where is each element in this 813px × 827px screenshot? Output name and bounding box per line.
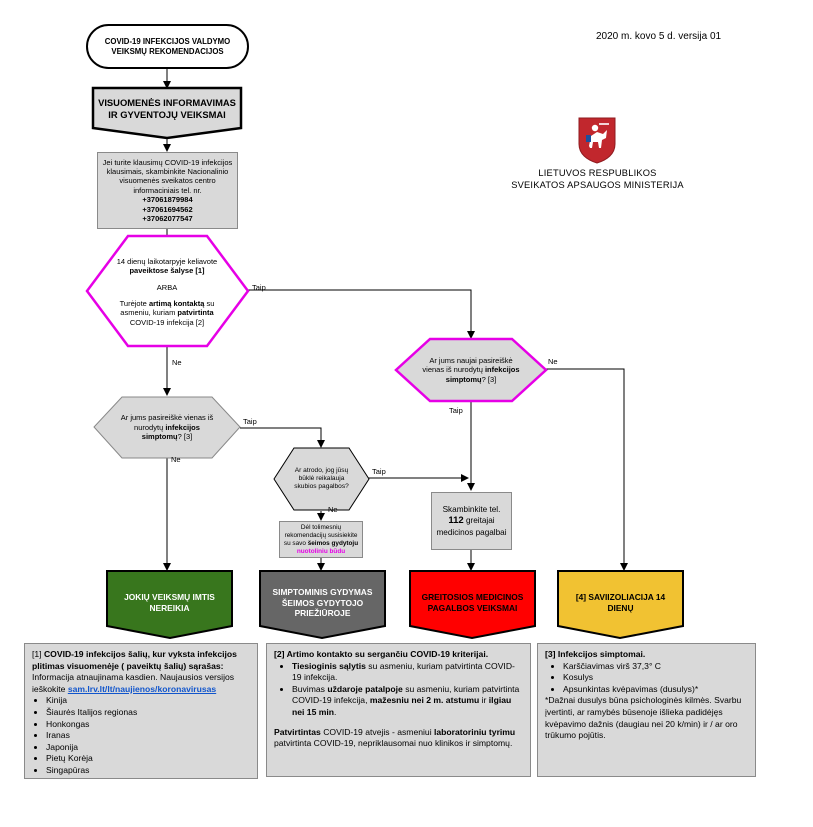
emergency-number: 112 — [448, 514, 464, 526]
travel-close-contact: artimą kontaktą — [148, 299, 205, 308]
footnote-affected-countries: [1] COVID-19 infekcijos šalių, kur vykst… — [24, 643, 258, 779]
footnote2-item2-b: su asmeniu, kuriam patvirtinta COVID-19 … — [292, 683, 520, 706]
symptoms-right-text: Ar jums naujai pasireiškė vienas iš nuro… — [422, 355, 513, 375]
call-line-1: Skambinkite tel. — [442, 504, 501, 514]
symptoms-right-no-label: Ne — [548, 357, 558, 366]
start-title: COVID-19 INFEKCIJOS VALDYMO VEIKSMŲ REKO… — [104, 37, 231, 56]
symptoms-right-yes-label: Taip — [449, 406, 463, 415]
family-doctor-box: Dėl tolimesnių rekomendacijų susisiekite… — [279, 521, 363, 558]
symptoms-left-suffix: ? [3] — [177, 432, 193, 442]
phone-number-3: +37062077547 — [142, 213, 193, 223]
outcome-symptomatic-treatment: SIMPTOMINIS GYDYMAS ŠEIMOS GYDYTOJO PRIE… — [272, 586, 373, 619]
public-info-shape — [91, 86, 243, 140]
country-item: Singapūras — [46, 765, 250, 777]
travel-line-2b: su asmeniu, kuriam — [120, 299, 215, 318]
country-item: Kinija — [46, 695, 250, 707]
version-label: 2020 m. kovo 5 d. versija 01 — [596, 31, 722, 42]
symptoms-right-suffix: ? [3] — [481, 374, 497, 384]
country-item: Pietų Korėja — [46, 753, 250, 765]
outcome-self-isolation: [4] SAVIIZOLIACIJA 14 DIENŲ — [575, 592, 666, 613]
urgent-decision-text: Ar atrodo, jog jūsų būklė reikalauja sku… — [294, 466, 349, 491]
travel-line-1: 14 dienų laikotarpyje keliavote — [116, 256, 218, 266]
travel-or: ARBA — [156, 282, 178, 292]
symptom-item: Karščiavimas virš 37,3° C — [563, 661, 748, 673]
call-line-2: greitajai medicinos pagalbai — [436, 515, 507, 538]
country-item: Honkongas — [46, 719, 250, 731]
symptoms-left-text: Ar jums pasireiškė vienas iš nurodytų — [120, 413, 214, 432]
country-item: Šiaurės Italijos regionas — [46, 707, 250, 719]
footnote1-marker: [1] — [32, 649, 42, 659]
doctor-bold: šeimos gydytoju — [307, 539, 359, 547]
phone-number-2: +37061694562 — [142, 204, 193, 214]
travel-affected-countries: paveiktose šalyse [1] — [129, 266, 205, 276]
symptoms-left-no-label: Ne — [171, 455, 181, 464]
info-box-text: Jei turite klausimų COVID-19 infekcijos … — [102, 157, 233, 195]
footnote2-item2-a: Buvimas — [292, 683, 325, 694]
country-item: Iranas — [46, 730, 250, 742]
travel-yes-label: Taip — [252, 283, 266, 292]
footnote1-text: Informacija atnaujinama kasdien. Naujaus… — [32, 672, 235, 694]
footnote-symptoms: [3] Infekcijos simptomai. Karščiavimas v… — [537, 643, 756, 777]
travel-decision: 14 dienų laikotarpyje keliavote paveikto… — [112, 240, 222, 344]
public-info-title: VISUOMENĖS INFORMAVIMAS IR GYVENTOJŲ VEI… — [98, 96, 236, 120]
footnote2-para-bold2: laboratoriniu tyrimu — [434, 726, 516, 737]
doctor-remote: nuotoliniu būdu — [296, 547, 346, 555]
travel-no-label: Ne — [172, 358, 182, 367]
outcome-emergency: GREITOSIOS MEDICINOS PAGALBOS VEIKSMAI — [421, 592, 524, 613]
travel-confirmed: patvirtinta — [177, 308, 214, 318]
footnote2-para-b: patvirtinta COVID-19, nepriklausomai nuo… — [274, 738, 513, 749]
symptoms-left-bold: infekcijos simptomų — [141, 422, 200, 442]
symptoms-right-decision: Ar jums naujai pasireiškė vienas iš nuro… — [418, 342, 524, 398]
outcome-green-shape — [106, 570, 233, 640]
call-112-box: Skambinkite tel. 112 greitajai medicinos… — [431, 492, 512, 550]
outcome-yellow-shape — [557, 570, 684, 640]
footnote2-item2-bold3: ilgiau nei 15 min — [292, 695, 512, 717]
urgent-decision-shape — [273, 447, 370, 511]
footnote2-item2-d: . — [334, 706, 337, 717]
travel-line-2c: COVID-19 infekcija [2] — [129, 317, 205, 327]
footnote2-para-bold1: Patvirtintas — [274, 726, 321, 737]
symptoms-left-shape — [93, 396, 241, 459]
outcome-no-action: JOKIŲ VEIKSMŲ IMTIS NEREIKIA — [124, 592, 215, 613]
outcome-gray-shape — [259, 570, 386, 640]
symptom-item: Kosulys — [563, 672, 748, 684]
footnote2-item2-c: ir — [481, 695, 487, 706]
footnote2-item1: su asmeniu, kuriam patvirtinta COVID-19 … — [292, 660, 515, 683]
phone-number-1: +37061879984 — [142, 195, 193, 205]
footnote2-item2-bold1: uždaroje patalpoje — [327, 683, 403, 694]
info-box: Jei turite klausimų COVID-19 infekcijos … — [97, 152, 238, 229]
footnote2-item2-bold2: mažesniu nei 2 m. atstumu — [369, 695, 480, 706]
ministry-line-2: SVEIKATOS APSAUGOS MINISTERIJA — [511, 180, 684, 191]
ministry-link[interactable]: sam.lrv.lt/lt/naujienos/koronavirusas — [67, 683, 217, 694]
footnote3-note: *Dažnai dusulys būna psichologinės kilmė… — [545, 695, 742, 741]
footnote2-item1-bold: Tiesioginis sąlytis — [292, 660, 366, 671]
ministry-line-1: LIETUVOS RESPUBLIKOS — [538, 168, 657, 178]
urgent-no-label: Ne — [328, 505, 338, 514]
footnote1-title: COVID-19 infekcijos šalių, kur vyksta in… — [32, 649, 237, 671]
symptoms-right-bold: infekcijos simptomų — [445, 365, 520, 384]
urgent-yes-label: Taip — [372, 467, 386, 476]
footnote3-title: [3] Infekcijos simptomai. — [545, 649, 646, 659]
symptoms-left-decision: Ar jums pasireiškė vienas iš nurodytų in… — [118, 400, 216, 455]
footnote2-para-a: COVID-19 atvejis - asmeniui — [323, 726, 432, 737]
doctor-text: Dėl tolimesnių rekomendacijų susisiekite… — [283, 523, 358, 547]
start-terminator — [86, 24, 249, 69]
country-item: Japonija — [46, 742, 250, 754]
travel-decision-shape — [85, 234, 250, 348]
symptoms-left-yes-label: Taip — [243, 417, 257, 426]
symptoms-right-shape — [394, 337, 548, 403]
travel-line-2a: Turėjote — [119, 299, 147, 308]
symptom-item: Apsunkintas kvėpavimas (dusulys)* — [563, 684, 748, 696]
footnote-close-contact: [2] Artimo kontakto su sergančiu COVID-1… — [266, 643, 531, 777]
footnote2-title: [2] Artimo kontakto su sergančiu COVID-1… — [274, 649, 489, 659]
coat-of-arms-logo — [577, 116, 617, 164]
outcome-red-shape — [409, 570, 536, 640]
